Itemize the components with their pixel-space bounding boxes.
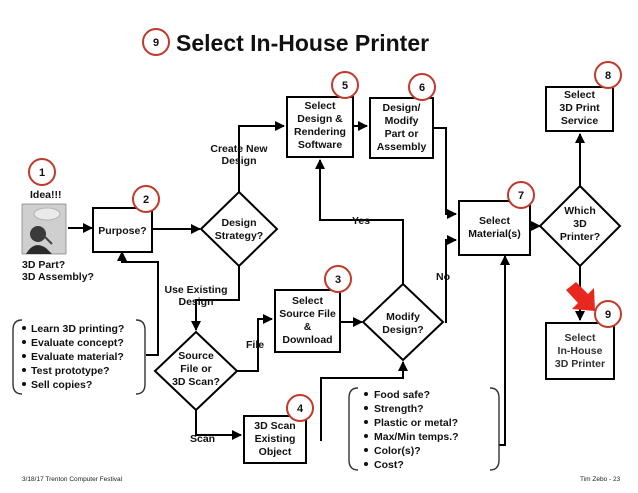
svg-text:Design?: Design? [382,324,423,336]
purpose-item: Evaluate concept? [31,337,124,349]
edge-label-no: No [436,271,450,283]
svg-text:Download: Download [282,334,332,346]
inhouse-printer-badge: 9 [594,300,622,328]
thinking-person-image [21,203,67,255]
design-strategy-decision: Design Strategy? [199,190,279,268]
purpose-item: Learn 3D printing? [31,323,124,335]
print-service-badge: 8 [594,61,622,89]
edge-label-create-new: Create New [210,143,268,155]
pointer-arrow-icon [566,282,595,311]
page-title: Select In-House Printer [176,30,429,56]
svg-text:Material(s): Material(s) [468,228,521,240]
svg-text:3: 3 [335,274,341,286]
rendering-software-badge: 5 [331,71,359,99]
title-badge: 9 [142,28,170,56]
edge-label-yes: Yes [352,215,370,227]
design-modify-box: Design/ Modify Part or Assembly [369,97,434,159]
svg-text:3D Scan?: 3D Scan? [172,376,220,388]
svg-text:Select: Select [479,215,510,227]
svg-text:Printer?: Printer? [560,231,600,243]
scan-object-box: 3D Scan Existing Object [243,415,307,464]
svg-text:Object: Object [259,446,292,458]
material-box: Select Material(s) [458,200,531,256]
svg-text:Select: Select [305,100,336,112]
print-service-box: Select 3D Print Service [545,86,614,132]
svg-text:3D Printer: 3D Printer [555,358,605,370]
svg-text:9: 9 [153,37,159,49]
svg-text:File or: File or [180,363,212,375]
svg-text:Assembly: Assembly [377,141,427,153]
edge-label-use-existing-design: Design [178,296,213,308]
svg-text:Source: Source [178,350,214,362]
svg-text:Existing: Existing [255,433,296,445]
svg-text:Design: Design [221,217,256,229]
scan-object-badge: 4 [286,394,314,422]
source-decision: Source File or 3D Scan? [153,330,239,412]
svg-text:6: 6 [419,82,425,94]
edge-label-create-new-design: Design [221,155,256,167]
svg-text:Select: Select [565,332,596,344]
svg-text:&: & [304,321,312,333]
svg-text:Select: Select [564,89,595,101]
source-file-box: Select Source File & Download [274,289,341,353]
material-item: Food safe? [374,389,430,401]
idea-badge: 1 [28,158,56,186]
svg-text:3D: 3D [573,218,587,230]
svg-text:Modify: Modify [386,311,420,323]
edge-label-file: File [246,339,264,351]
design-modify-badge: 6 [408,73,436,101]
svg-text:Part or: Part or [385,128,419,140]
material-item: Plastic or metal? [374,417,458,429]
connectors [68,121,585,446]
footer-right: Tim Zebo - 23 [580,476,621,483]
svg-text:Design &: Design & [297,113,343,125]
svg-text:1: 1 [39,167,45,179]
svg-text:7: 7 [518,190,524,202]
svg-text:Modify: Modify [385,115,419,127]
svg-text:5: 5 [342,80,348,92]
svg-text:4: 4 [297,403,304,415]
svg-text:Source File: Source File [279,308,336,320]
svg-text:In-House: In-House [558,345,603,357]
svg-text:Design/: Design/ [383,102,421,114]
material-item: Color(s)? [374,445,421,457]
material-item: Max/Min temps.? [374,431,459,443]
svg-text:Software: Software [298,139,343,151]
purpose-badge: 2 [132,185,160,213]
source-file-badge: 3 [324,265,352,293]
which-printer-decision: Which 3D Printer? [538,184,622,268]
footer-left: 3/18/17 Trenton Computer Festival [22,476,123,483]
svg-text:Purpose?: Purpose? [98,225,146,237]
svg-text:3D Print: 3D Print [559,102,600,114]
material-item: Cost? [374,459,404,471]
purpose-box: Purpose? [92,207,153,253]
material-item: Strength? [374,403,424,415]
svg-text:2: 2 [143,194,149,206]
svg-text:9: 9 [605,309,611,321]
purpose-item: Test prototype? [31,365,110,377]
rendering-software-box: Select Design & Rendering Software [286,96,354,158]
material-badge: 7 [507,181,535,209]
svg-text:Rendering: Rendering [294,126,346,138]
edge-label-use-existing: Use Existing [164,284,227,296]
modify-design-decision: Modify Design? [361,282,445,362]
purpose-list: Learn 3D printing? Evaluate concept? Eva… [12,319,146,395]
inhouse-printer-box: Select In-House 3D Printer [545,322,615,380]
svg-text:8: 8 [605,70,611,82]
purpose-item: Sell copies? [31,379,92,391]
idea-label: Idea!!! [30,189,62,201]
material-list: Food safe? Strength? Plastic or metal? M… [348,387,500,471]
svg-text:Strategy?: Strategy? [215,230,263,242]
edge-label-scan: Scan [190,433,215,445]
idea-question-assembly: 3D Assembly? [22,271,94,283]
svg-text:3D Scan: 3D Scan [254,420,295,432]
svg-text:Select: Select [292,295,323,307]
idea-question-part: 3D Part? [22,259,65,271]
svg-text:Service: Service [561,115,599,127]
svg-text:Which: Which [564,205,596,217]
purpose-item: Evaluate material? [31,351,124,363]
